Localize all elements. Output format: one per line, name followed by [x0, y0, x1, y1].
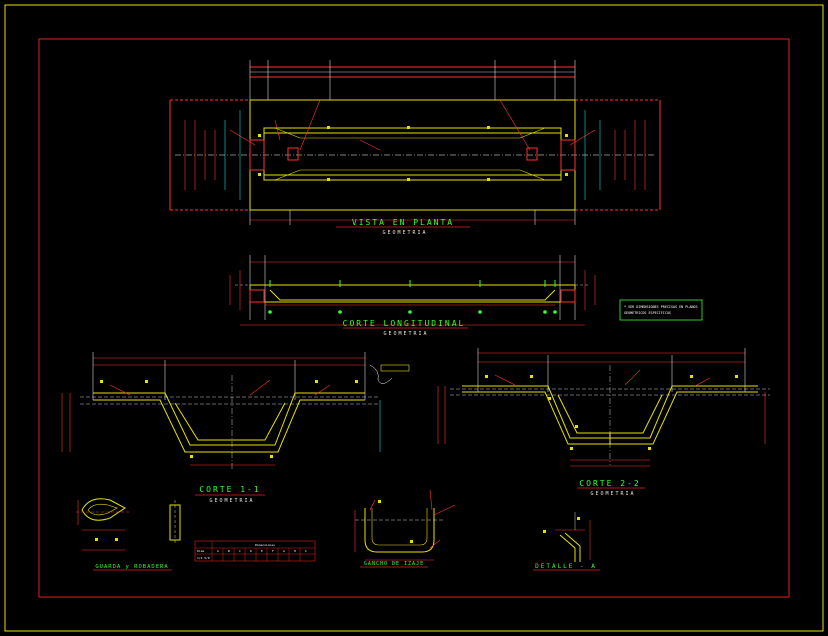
note-box: * VER DIMENSIONES PRECISAS EN PLANOS GEO…	[619, 299, 703, 321]
guard-title-text: GUARDA y ROBADERA	[95, 564, 168, 570]
sheet-outer-frame	[4, 4, 824, 632]
sheet-inner-border	[38, 38, 790, 598]
hook-title-text: GANCHO DE IZAJE	[364, 561, 424, 567]
guard-title: GUARDA y ROBADERA	[93, 564, 172, 571]
plan-view-title-text: VISTA EN PLANTA	[352, 218, 454, 227]
hook-title: GANCHO DE IZAJE	[360, 561, 428, 568]
detail-a-title-text: DETALLE - A	[535, 563, 597, 570]
section-1-1-title: CORTE 1-1 GEOMETRIA	[195, 485, 265, 504]
table-col-F: F	[272, 549, 274, 553]
dimension-table: Dimensiones Diam 1/2 5/8 A B C D E F G H…	[194, 540, 316, 562]
table-col-I: I	[305, 549, 307, 553]
detail-a-title: DETALLE - A	[533, 563, 600, 571]
plan-view	[169, 60, 661, 225]
longitudinal-section-title: CORTE LONGITUDINAL GEOMETRIA	[343, 319, 468, 337]
table-col-E: E	[261, 549, 263, 553]
table-row-label-1: 1/2 5/8	[197, 556, 210, 560]
longitudinal-subtitle: GEOMETRIA	[383, 331, 428, 337]
guard-detail	[76, 498, 181, 551]
table-col-C: C	[239, 549, 241, 553]
detail-a	[543, 512, 591, 562]
table-header: Dimensiones	[255, 543, 275, 547]
table-col-G: G	[283, 549, 285, 553]
table-row-label-0: Diam	[197, 549, 204, 553]
hook-detail	[354, 489, 456, 561]
section-2-2-subtitle: GEOMETRIA	[590, 491, 635, 497]
note-line-1: * VER DIMENSIONES PRECISAS EN PLANOS	[624, 305, 698, 309]
section-2-2	[437, 348, 770, 467]
longitudinal-section	[229, 255, 596, 326]
section-1-1-subtitle: GEOMETRIA	[209, 498, 254, 504]
table-col-H: H	[294, 549, 296, 553]
section-2-2-title-text: CORTE 2-2	[579, 479, 640, 488]
plan-view-subtitle: GEOMETRIA	[382, 230, 427, 236]
table-col-D: D	[250, 549, 252, 553]
section-1-1-title-text: CORTE 1-1	[199, 485, 260, 494]
longitudinal-title-text: CORTE LONGITUDINAL	[343, 319, 466, 328]
plan-view-title: VISTA EN PLANTA GEOMETRIA	[336, 218, 470, 236]
table-col-B: B	[228, 549, 230, 553]
table-col-A: A	[217, 549, 219, 553]
note-line-2: GEOMETRICOS ESPECIFICOS	[624, 311, 671, 315]
section-1-1	[61, 352, 410, 470]
section-2-2-title: CORTE 2-2 GEOMETRIA	[577, 479, 645, 497]
